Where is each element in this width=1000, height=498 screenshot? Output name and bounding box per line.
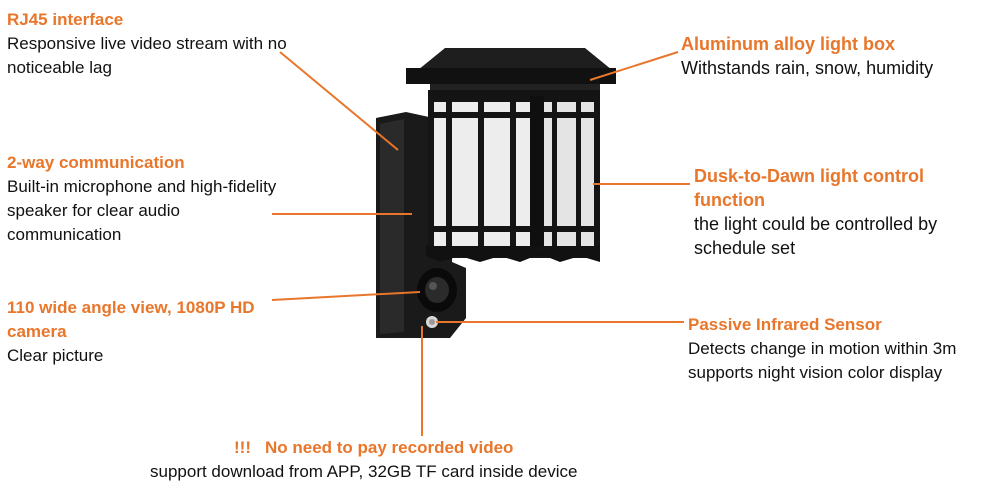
lamp-roof <box>406 48 616 92</box>
callout-two-way: 2-way communication Built-in microphone … <box>7 151 297 247</box>
callout-camera-title: 110 wide angle view, 1080P HD camera <box>7 298 255 341</box>
callout-camera-desc: Clear picture <box>7 346 104 365</box>
callout-rj45: RJ45 interface Responsive live video str… <box>7 8 297 80</box>
callout-two-way-desc: Built-in microphone and high-fidelity sp… <box>7 177 277 244</box>
callout-dusk-to-dawn: Dusk-to-Dawn light control function the … <box>694 164 994 260</box>
callout-aluminum-title: Aluminum alloy light box <box>681 34 896 54</box>
callout-aluminum: Aluminum alloy light box Withstands rain… <box>681 32 1000 80</box>
callout-rj45-desc: Responsive live video stream with no not… <box>7 34 287 77</box>
callout-pir-desc: Detects change in motion within 3m suppo… <box>688 339 957 382</box>
callout-dusk-desc: the light could be controlled by schedul… <box>694 214 938 258</box>
callout-pir-title: Passive Infrared Sensor <box>688 315 882 334</box>
callout-two-way-title: 2-way communication <box>7 153 185 172</box>
callout-aluminum-desc: Withstands rain, snow, humidity <box>681 58 934 78</box>
callout-pir-sensor: Passive Infrared Sensor Detects change i… <box>688 313 988 385</box>
callout-camera: 110 wide angle view, 1080P HD camera Cle… <box>7 296 297 368</box>
callout-recording: !!! No need to pay recorded video support… <box>150 436 710 484</box>
pir-sensor <box>426 316 438 328</box>
callout-recording-prefix: !!! <box>234 438 251 457</box>
callout-dusk-title: Dusk-to-Dawn light control function <box>694 166 924 210</box>
lamp-body <box>426 90 600 262</box>
callout-recording-title: No need to pay recorded video <box>264 438 514 457</box>
callout-recording-title-line: !!! No need to pay recorded video <box>150 436 710 460</box>
callout-rj45-title: RJ45 interface <box>7 10 124 29</box>
callout-lines <box>271 51 690 436</box>
callout-recording-desc: support download from APP, 32GB TF card … <box>150 462 578 481</box>
camera-lens <box>417 268 457 312</box>
